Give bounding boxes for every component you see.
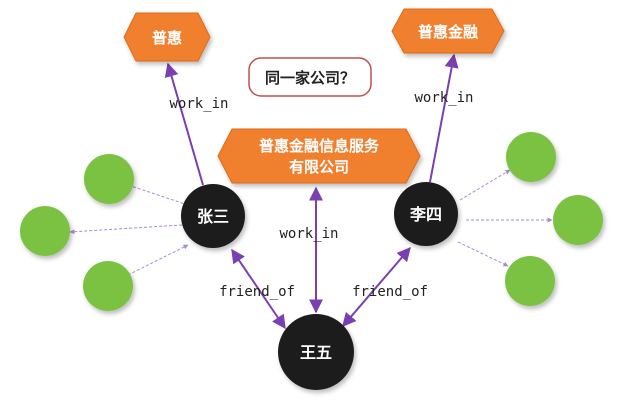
edge-zhangsan-green1 bbox=[127, 184, 189, 206]
person-label-zhangsan: 张三 bbox=[197, 207, 229, 226]
green-node-4 bbox=[506, 132, 556, 182]
company-label-full-line2: 有限公司 bbox=[289, 158, 349, 176]
relation-label-work-in-left: work_in bbox=[169, 96, 228, 112]
company-node-puhui bbox=[123, 12, 211, 62]
person-label-lisi: 李四 bbox=[409, 205, 442, 224]
company-node-full-name bbox=[217, 128, 421, 184]
person-node-zhangsan bbox=[181, 184, 245, 248]
relation-label-work-in-right: work_in bbox=[414, 90, 473, 106]
edge-green3-zhangsan bbox=[127, 244, 189, 276]
green-node-3 bbox=[83, 261, 133, 311]
person-node-wangwu bbox=[278, 314, 354, 390]
relation-label-friend-of-left: friend_of bbox=[219, 284, 295, 300]
edge-lisi-wangwu bbox=[342, 246, 411, 328]
edge-lisi-puhuifinance bbox=[429, 53, 459, 183]
question-box bbox=[248, 57, 372, 97]
question-text: 同一家公司？ bbox=[265, 69, 355, 87]
edge-lisi-green6 bbox=[457, 241, 509, 267]
company-label-puhui-finance: 普惠金融 bbox=[418, 23, 478, 41]
company-node-puhui-finance bbox=[391, 8, 505, 54]
green-node-2 bbox=[20, 206, 70, 256]
edge-zhangsan-wangwu bbox=[231, 248, 286, 330]
person-node-lisi bbox=[394, 182, 458, 246]
person-label-wangwu: 王五 bbox=[300, 343, 332, 362]
company-label-puhui: 普惠 bbox=[152, 29, 182, 47]
relation-label-friend-of-right: friend_of bbox=[352, 284, 428, 300]
green-node-5 bbox=[553, 195, 603, 245]
green-node-1 bbox=[84, 154, 134, 204]
green-node-6 bbox=[505, 256, 555, 306]
relation-label-work-in-center: work_in bbox=[279, 226, 338, 242]
edge-zhangsan-puhui bbox=[164, 62, 204, 186]
edge-zhangsan-green2 bbox=[69, 224, 183, 235]
company-label-full-line1: 普惠金融信息服务 bbox=[259, 137, 380, 155]
edge-lisi-green4 bbox=[459, 169, 511, 201]
